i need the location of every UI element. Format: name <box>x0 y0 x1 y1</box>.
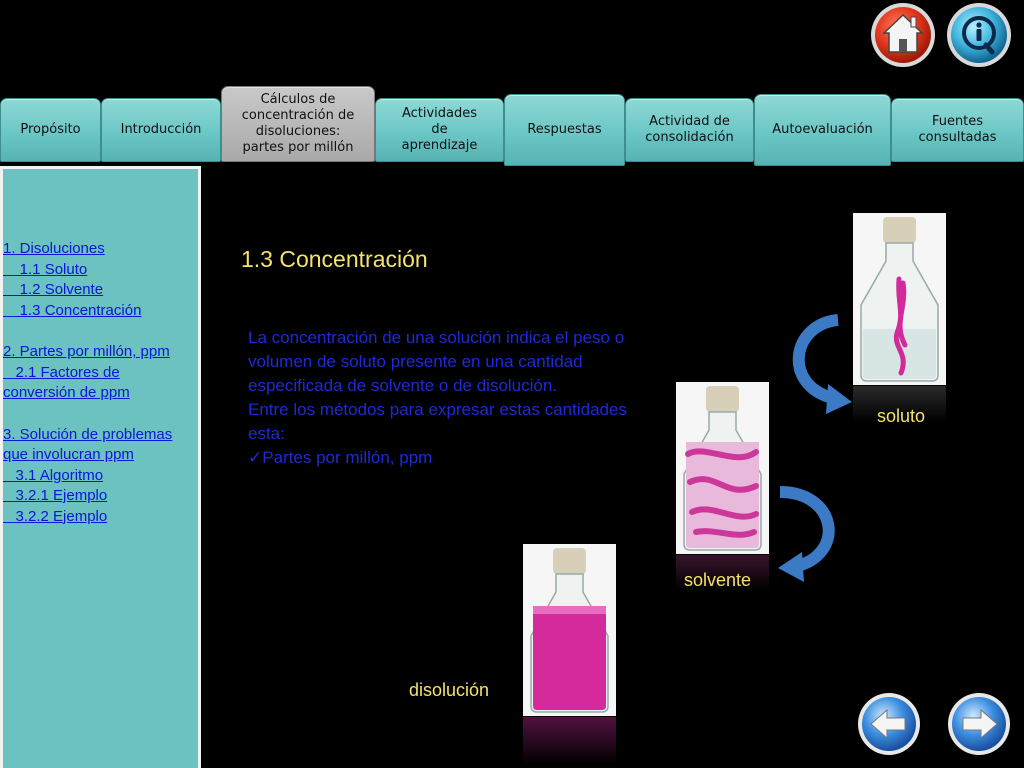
sidebar-item-factores[interactable]: 2.1 Factores de <box>3 363 120 381</box>
page-title: 1.3 Concentración <box>241 246 428 272</box>
tab-label: Actividad de consolidación <box>645 114 734 145</box>
sidebar-item-ejemplo-2[interactable]: 3.2.2 Ejemplo <box>3 507 108 525</box>
tab-proposito[interactable]: Propósito <box>0 98 101 162</box>
arrow-right-icon <box>948 693 1010 755</box>
tab-respuestas[interactable]: Respuestas <box>504 94 625 166</box>
tab-label: Propósito <box>20 122 81 137</box>
tab-label: Cálculos de concentración de disolucione… <box>241 92 355 155</box>
caption-solvente: solvente <box>684 570 752 590</box>
content-paragraph: La concentración de una solución indica … <box>248 328 625 395</box>
sidebar-item-factores-cont[interactable]: conversión de ppm <box>3 384 130 401</box>
sidebar: 1. Disoluciones 1.1 Soluto 1.2 Solvente … <box>0 166 201 768</box>
sidebar-item-problemas[interactable]: 3. Solución de problemas <box>3 425 173 443</box>
tab-calculos[interactable]: Cálculos de concentración de disolucione… <box>221 86 375 162</box>
tab-label: Introducción <box>120 122 202 137</box>
next-button[interactable] <box>947 692 1011 756</box>
sidebar-item-ejemplo-1[interactable]: 3.2.1 Ejemplo <box>3 487 108 504</box>
tab-label: Autoevaluación <box>772 122 873 137</box>
sidebar-spacer <box>3 321 199 342</box>
flask-solvente-image <box>676 382 769 554</box>
home-icon <box>871 3 935 67</box>
content-text: La concentración de una solución indica … <box>248 326 628 470</box>
flask-soluto-image <box>853 213 946 385</box>
sidebar-menu: 1. Disoluciones 1.1 Soluto 1.2 Solvente … <box>3 239 199 527</box>
reflection <box>676 555 769 591</box>
tab-introduccion[interactable]: Introducción <box>101 98 221 162</box>
tab-label: Actividades de aprendizaje <box>401 106 478 153</box>
tab-label: Respuestas <box>527 122 602 137</box>
reflection <box>523 717 616 765</box>
sidebar-item-disoluciones[interactable]: 1. Disoluciones <box>3 240 105 257</box>
tab-actividades[interactable]: Actividades de aprendizaje <box>375 98 504 162</box>
caption-soluto: soluto <box>877 406 926 426</box>
arrow-left-icon <box>858 693 920 755</box>
flask-disolucion-image <box>523 544 616 716</box>
caption-disolucion: disolución <box>409 680 490 700</box>
tab-fuentes[interactable]: Fuentes consultadas <box>891 98 1024 162</box>
sidebar-spacer <box>3 404 199 425</box>
sidebar-item-problemas-cont[interactable]: que involucran ppm <box>3 446 134 463</box>
tab-autoevaluacion[interactable]: Autoevaluación <box>754 94 891 166</box>
content-bullet: ✓Partes por millón, ppm <box>248 448 433 467</box>
sidebar-item-soluto[interactable]: 1.1 Soluto <box>3 260 88 278</box>
curved-arrow-icon <box>792 314 852 414</box>
previous-button[interactable] <box>857 692 921 756</box>
sidebar-item-concentracion[interactable]: 1.3 Concentración <box>3 301 142 319</box>
reflection <box>853 386 946 422</box>
home-button[interactable] <box>870 2 936 68</box>
tab-label: Fuentes consultadas <box>918 114 997 145</box>
content-paragraph: Entre los métodos para expresar estas ca… <box>248 400 627 443</box>
info-button[interactable] <box>946 2 1012 68</box>
info-icon <box>947 3 1011 67</box>
sidebar-item-solvente[interactable]: 1.2 Solvente <box>3 281 104 298</box>
curved-arrow-icon <box>778 486 835 582</box>
sidebar-item-algoritmo[interactable]: 3.1 Algoritmo <box>3 466 104 484</box>
sidebar-item-ppm[interactable]: 2. Partes por millón, ppm <box>3 343 170 360</box>
tab-actividad-consolidacion[interactable]: Actividad de consolidación <box>625 98 754 162</box>
